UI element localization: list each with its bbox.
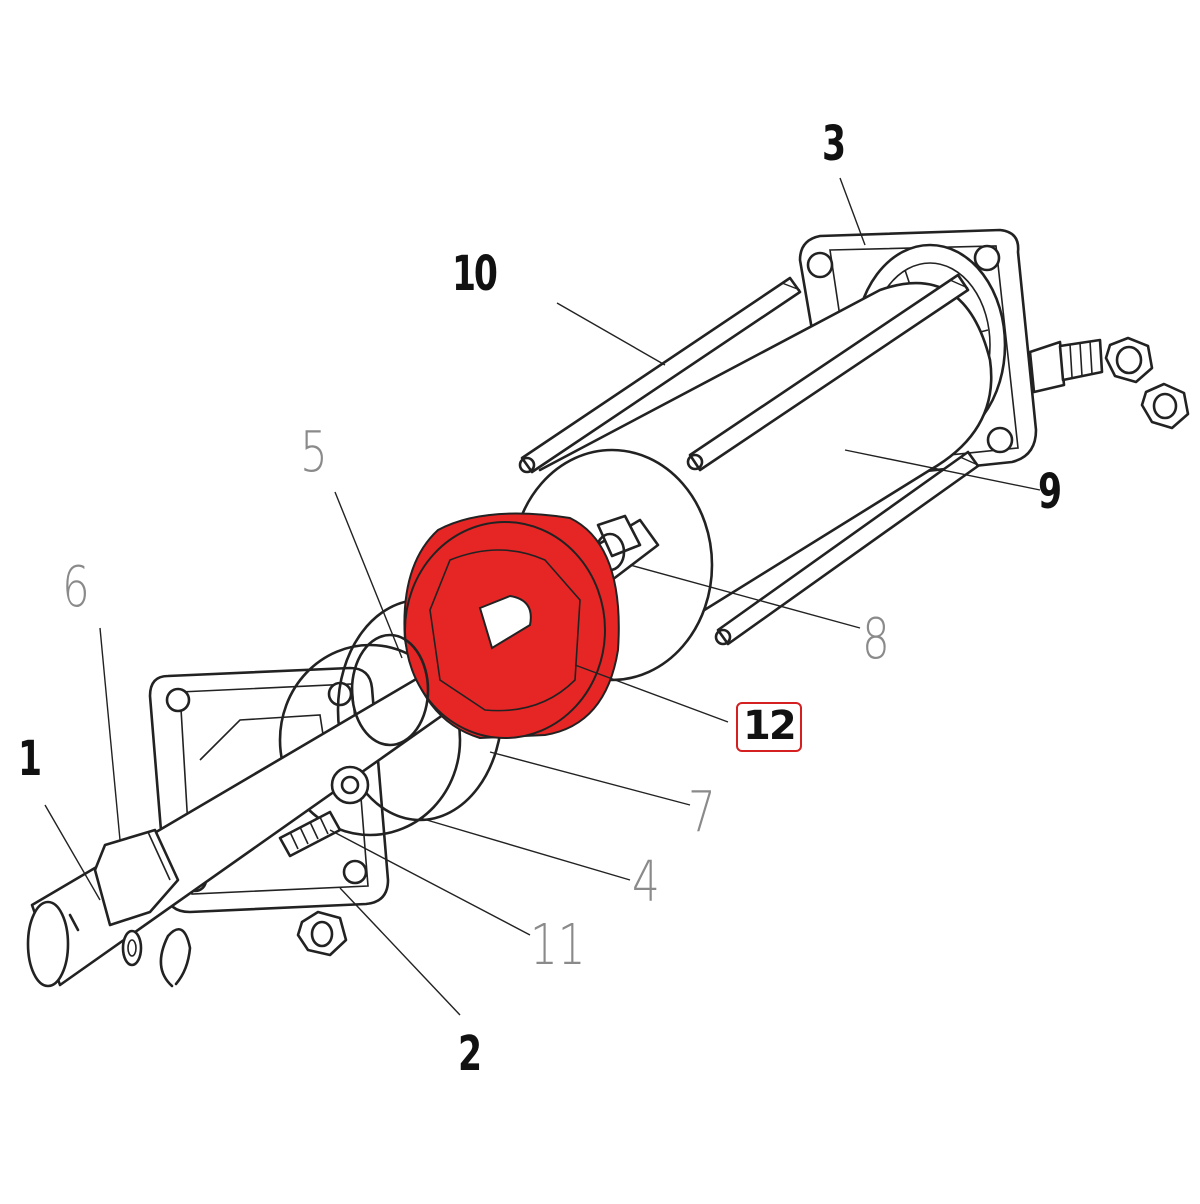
callout-3: 3: [822, 116, 846, 172]
callout-4: 4: [632, 850, 660, 915]
callout-8: 8: [862, 607, 890, 672]
callout-6: 6: [62, 555, 90, 620]
nut-right: [1140, 382, 1190, 430]
callout-7: 7: [688, 780, 716, 845]
part-10-tie-rods: [518, 273, 980, 646]
callout-1: 1: [18, 731, 42, 787]
callout-12-highlighted: 12: [736, 702, 802, 752]
nut-top-right: [1104, 336, 1154, 384]
part-4-oring: [278, 643, 462, 837]
callout-10: 10: [452, 246, 498, 302]
circlip: [159, 927, 192, 988]
nut-bottom: [296, 910, 348, 957]
callout-9: 9: [1038, 464, 1062, 520]
part-5-seal: [350, 633, 430, 747]
callout-11: 11: [530, 913, 586, 978]
leader-lines: [44, 177, 1041, 1016]
callout-5: 5: [300, 420, 328, 485]
part-11-fitting: [278, 765, 370, 858]
washer: [121, 929, 143, 967]
callout-2: 2: [458, 1026, 482, 1082]
part-12-piston-highlighted: [403, 512, 620, 740]
